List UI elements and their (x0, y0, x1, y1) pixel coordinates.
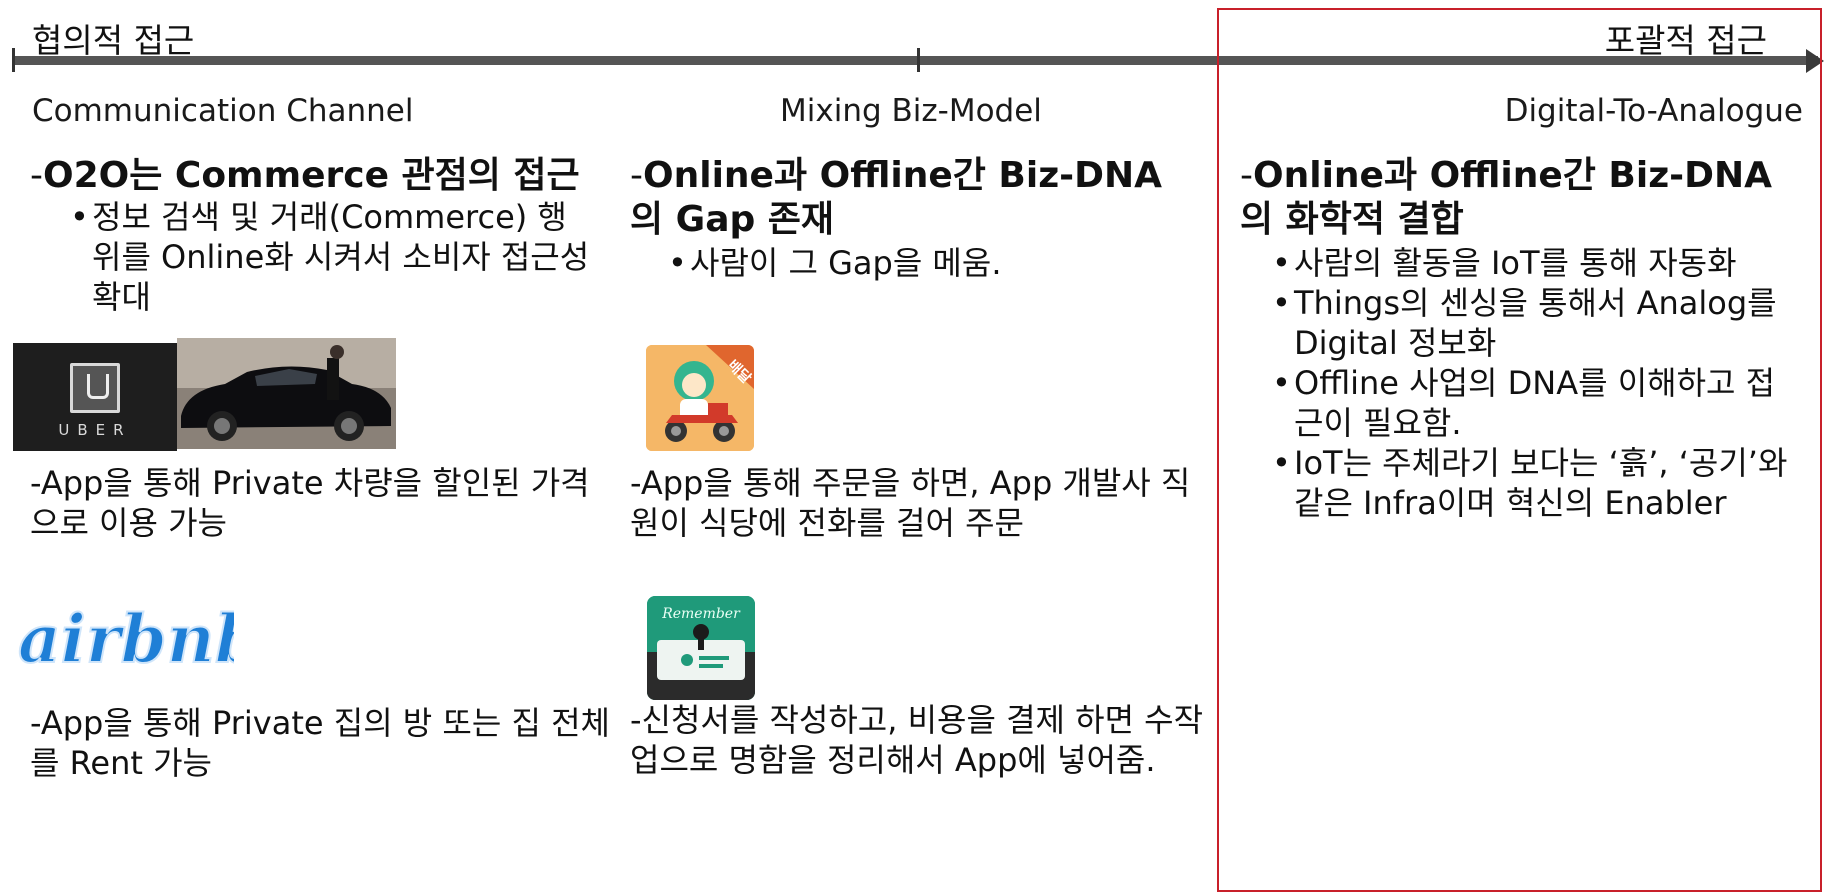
uber-description: -App을 통해 Private 차량을 할인된 가격으로 이용 가능 (30, 463, 610, 543)
axis-label-narrow: 협의적 접근 (32, 21, 195, 60)
approach-axis-line (12, 56, 1818, 65)
uber-logo: UBER (13, 343, 177, 451)
column3-heading: -Online과 Offline간 Biz-DNA의 화학적 결합 (1240, 154, 1800, 242)
list-item: 사람이 그 Gap을 메움. (668, 243, 1188, 283)
axis-arrow-head (1806, 49, 1824, 73)
delivery-app-description: -App을 통해 주문을 하면, App 개발사 직원이 식당에 전화를 걸어 … (630, 463, 1210, 543)
column-header-digital-to-analogue: Digital-To-Analogue (1504, 93, 1803, 129)
remember-logo-text: Remember (661, 606, 741, 622)
list-item: 사람의 활동을 IoT를 통해 자동화 (1272, 243, 1802, 283)
item-text: 신청서를 작성하고, 비용을 결제 하면 수작업으로 명함을 정리해서 App에… (630, 701, 1204, 779)
item-dash: - (30, 464, 41, 502)
item-text: App을 통해 Private 집의 방 또는 집 전체를 Rent 가능 (30, 704, 610, 782)
heading-dash: - (30, 155, 43, 196)
heading-text: Online과 Offline간 Biz-DNA의 Gap 존재 (630, 155, 1162, 240)
delivery-app-icon: 배달 (646, 345, 754, 451)
item-dash: - (630, 464, 641, 502)
column2-heading: -Online과 Offline간 Biz-DNA의 Gap 존재 (630, 154, 1190, 242)
list-item: 정보 검색 및 거래(Commerce) 행위를 Online화 시켜서 소비자… (70, 197, 590, 317)
remember-app-description: -신청서를 작성하고, 비용을 결제 하면 수작업으로 명함을 정리해서 App… (630, 700, 1210, 780)
column3-bullet-list: 사람의 활동을 IoT를 통해 자동화 Things의 센싱을 통해서 Anal… (1272, 243, 1802, 523)
item-dash: - (30, 704, 41, 742)
column-header-mixing: Mixing Biz-Model (780, 93, 1042, 129)
heading-dash: - (630, 155, 643, 196)
column-header-communication: Communication Channel (32, 93, 414, 129)
column2-bullet-list: 사람이 그 Gap을 메움. (668, 243, 1188, 283)
list-item: IoT는 주체라기 보다는 ‘흙’, ‘공기’와 같은 Infra이며 혁신의 … (1272, 443, 1802, 523)
column1-heading: -O2O는 Commerce 관점의 접근 (30, 154, 620, 198)
airbnb-logo-text: airbnb (18, 600, 234, 678)
item-text: App을 통해 주문을 하면, App 개발사 직원이 식당에 전화를 걸어 주… (630, 464, 1191, 542)
black-car-photo (177, 338, 396, 449)
axis-tick-middle (917, 48, 920, 72)
heading-text: O2O는 Commerce 관점의 접근 (43, 155, 580, 196)
column1-bullet-list: 정보 검색 및 거래(Commerce) 행위를 Online화 시켜서 소비자… (70, 197, 590, 317)
item-text: App을 통해 Private 차량을 할인된 가격으로 이용 가능 (30, 464, 590, 542)
heading-dash: - (1240, 155, 1253, 196)
list-item: Offline 사업의 DNA를 이해하고 접근이 필요함. (1272, 363, 1802, 443)
heading-text: Online과 Offline간 Biz-DNA의 화학적 결합 (1240, 155, 1772, 240)
remember-app-icon: Remember (647, 596, 755, 700)
list-item: Things의 센싱을 통해서 Analog를 Digital 정보화 (1272, 283, 1802, 363)
airbnb-description: -App을 통해 Private 집의 방 또는 집 전체를 Rent 가능 (30, 703, 610, 783)
uber-logo-text: UBER (58, 421, 132, 439)
axis-tick-left (12, 48, 15, 72)
axis-label-broad: 포괄적 접근 (1604, 21, 1767, 60)
uber-mark-icon (70, 363, 120, 413)
airbnb-logo: airbnb (12, 596, 262, 682)
item-dash: - (630, 701, 642, 739)
